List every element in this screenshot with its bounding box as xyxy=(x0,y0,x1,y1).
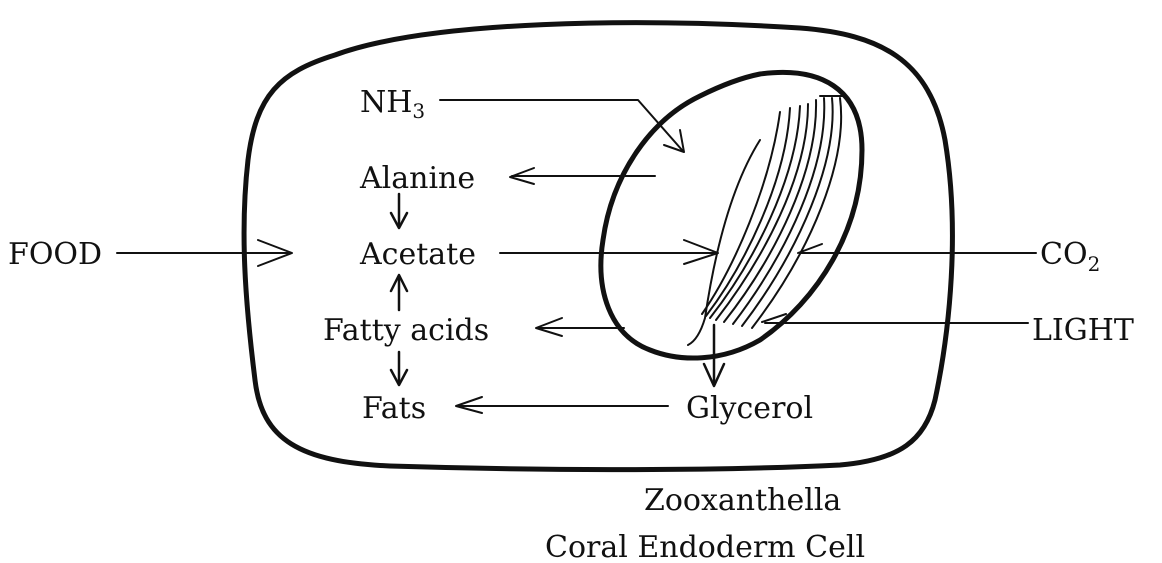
coral-cell-outline xyxy=(244,23,952,470)
chloroplast-strands xyxy=(688,96,844,345)
zooxanthella-outline xyxy=(601,72,862,358)
co2-arrow xyxy=(798,244,1036,253)
acetate-arrow xyxy=(500,240,718,264)
food-label: FOOD xyxy=(8,237,102,272)
fatty-acids-to-acetate-arrow xyxy=(391,275,407,310)
coral-cell-label: Coral Endoderm Cell xyxy=(545,530,865,563)
fatty-acids-to-fats-arrow xyxy=(391,352,407,385)
nh3-arrow xyxy=(440,100,684,152)
light-label: LIGHT xyxy=(1032,313,1134,348)
glycerol-label: Glycerol xyxy=(686,391,813,426)
light-arrow xyxy=(762,314,1028,323)
acetate-label: Acetate xyxy=(359,237,476,272)
alanine-label: Alanine xyxy=(359,161,475,196)
zooxanthella-label: Zooxanthella xyxy=(644,483,841,518)
fatty-acids-arrow xyxy=(536,318,624,336)
nh3-label: NH3 xyxy=(360,85,425,123)
glycerol-to-fats-arrow xyxy=(456,397,668,413)
fats-label: Fats xyxy=(362,391,426,426)
co2-label: CO2 xyxy=(1040,237,1100,276)
alanine-arrow xyxy=(510,168,655,184)
alanine-to-acetate-arrow xyxy=(391,194,407,228)
food-arrow xyxy=(117,240,292,266)
fatty-acids-label: Fatty acids xyxy=(323,313,489,348)
